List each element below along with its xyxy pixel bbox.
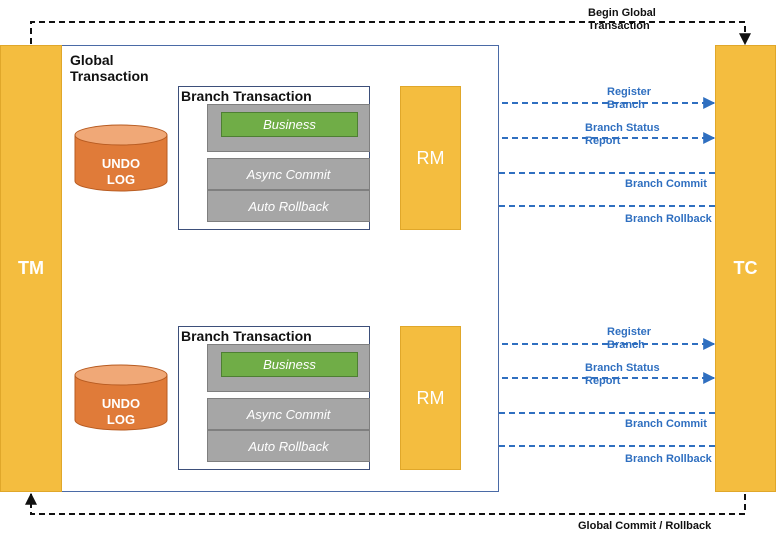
business-box-1: Business: [221, 112, 358, 137]
branch-status-report-label-1: Branch Status Report: [585, 122, 660, 148]
rm-box-1: RM: [400, 86, 461, 230]
undo-line1-2: UNDO: [101, 396, 141, 411]
status-line2-2: Report: [585, 375, 621, 387]
tm-pillar: TM: [0, 45, 62, 492]
status-line1-1: Branch Status: [585, 122, 660, 134]
register-branch-label-2: Register Branch: [607, 326, 651, 352]
global-commit-rollback-label: Global Commit / Rollback: [578, 520, 712, 532]
rm-box-2: RM: [400, 326, 461, 470]
tc-pillar: TC: [715, 45, 776, 492]
branch-status-report-label-2: Branch Status Report: [585, 362, 660, 388]
business-box-2: Business: [221, 352, 358, 377]
register-line2-1: Branch: [607, 99, 645, 111]
begin-line2: Transaction: [588, 20, 650, 32]
register-line2-2: Branch: [607, 339, 645, 351]
undo-log-label-1: UNDO LOG: [90, 156, 152, 188]
register-line1-2: Register: [607, 326, 652, 338]
branch-transaction-title-2: Branch Transaction: [181, 328, 312, 344]
register-line1-1: Register: [607, 86, 652, 98]
undo-line1-1: UNDO: [101, 156, 141, 171]
tc-label: TC: [733, 258, 758, 278]
auto-rollback-box-1: Auto Rollback: [207, 190, 370, 222]
branch-transaction-title-1: Branch Transaction: [181, 88, 312, 104]
branch-commit-label-1: Branch Commit: [625, 178, 707, 190]
branch-rollback-label-1: Branch Rollback: [625, 213, 712, 225]
async-commit-box-1: Async Commit: [207, 158, 370, 190]
global-transaction-title: Global Transaction: [70, 52, 149, 84]
auto-rollback-box-2: Auto Rollback: [207, 430, 370, 462]
undo-line2-1: LOG: [106, 172, 136, 187]
begin-global-transaction-arrow: [30, 21, 751, 46]
undo-line2-2: LOG: [106, 412, 136, 427]
global-commit-rollback-arrow: [25, 492, 746, 515]
begin-global-transaction-label: Begin Global Transaction: [588, 7, 656, 33]
tm-label: TM: [18, 258, 44, 278]
rm-label-1: RM: [416, 147, 445, 168]
async-commit-box-2: Async Commit: [207, 398, 370, 430]
status-line2-1: Report: [585, 135, 621, 147]
global-title-line1: Global: [70, 52, 114, 68]
status-line1-2: Branch Status: [585, 362, 660, 374]
register-branch-label-1: Register Branch: [607, 86, 651, 112]
branch-rollback-label-2: Branch Rollback: [625, 453, 712, 465]
global-title-line2: Transaction: [70, 68, 149, 84]
branch-commit-label-2: Branch Commit: [625, 418, 707, 430]
undo-log-label-2: UNDO LOG: [90, 396, 152, 428]
begin-line1: Begin Global: [588, 7, 656, 19]
rm-label-2: RM: [416, 387, 445, 408]
